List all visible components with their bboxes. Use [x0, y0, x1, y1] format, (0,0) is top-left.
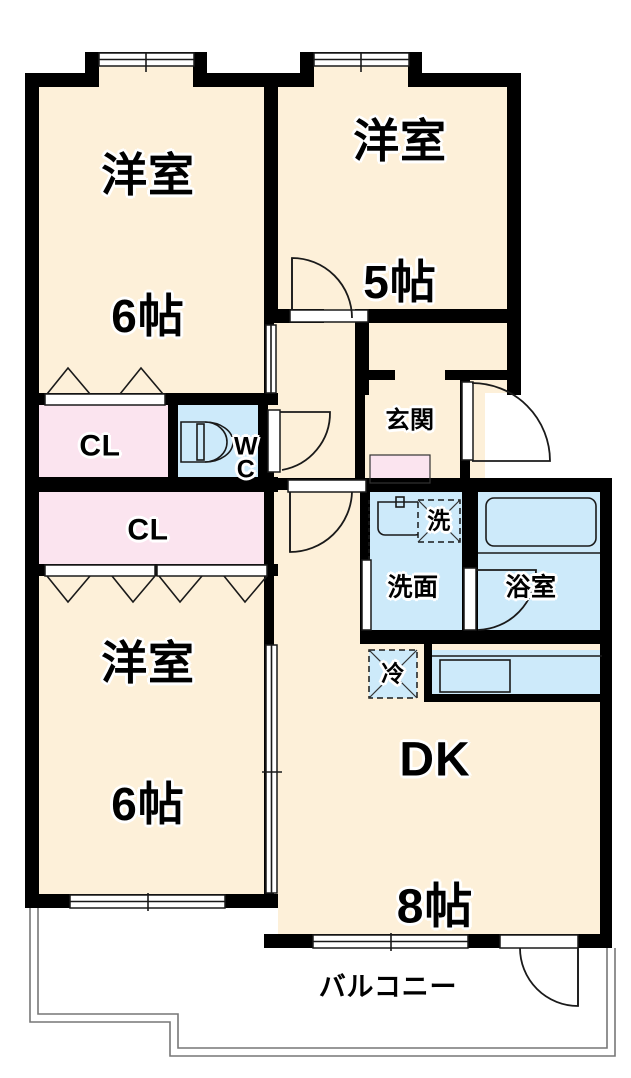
fixtures	[180, 421, 602, 699]
door-bedroom-5	[289, 257, 369, 323]
door-entrance	[461, 381, 551, 462]
kitchen-counter-fixture	[432, 655, 602, 693]
window-top-right	[313, 52, 410, 72]
door-washroom	[361, 500, 372, 631]
windows	[69, 52, 469, 951]
sliding-partition-left	[262, 644, 282, 894]
window-bottom-left	[69, 893, 226, 911]
doors	[267, 257, 579, 1007]
closet-doors-upper	[44, 366, 166, 406]
door-corridor-slider	[265, 324, 277, 394]
door-toilet	[267, 409, 331, 473]
toilet-fixture	[180, 421, 234, 463]
closet-doors-lower	[44, 564, 268, 604]
door-corridor-lower	[287, 479, 367, 553]
door-balcony	[499, 934, 579, 1007]
window-top-left	[98, 52, 195, 72]
washing-machine-space	[417, 499, 461, 543]
refrigerator-space	[368, 649, 418, 699]
bathtub-fixture	[478, 497, 600, 554]
door-bathroom	[463, 567, 537, 631]
balcony-outline	[29, 908, 616, 1057]
closet-doors	[44, 366, 268, 604]
shoe-cabinet	[369, 454, 431, 484]
window-dk-balcony	[312, 933, 469, 951]
